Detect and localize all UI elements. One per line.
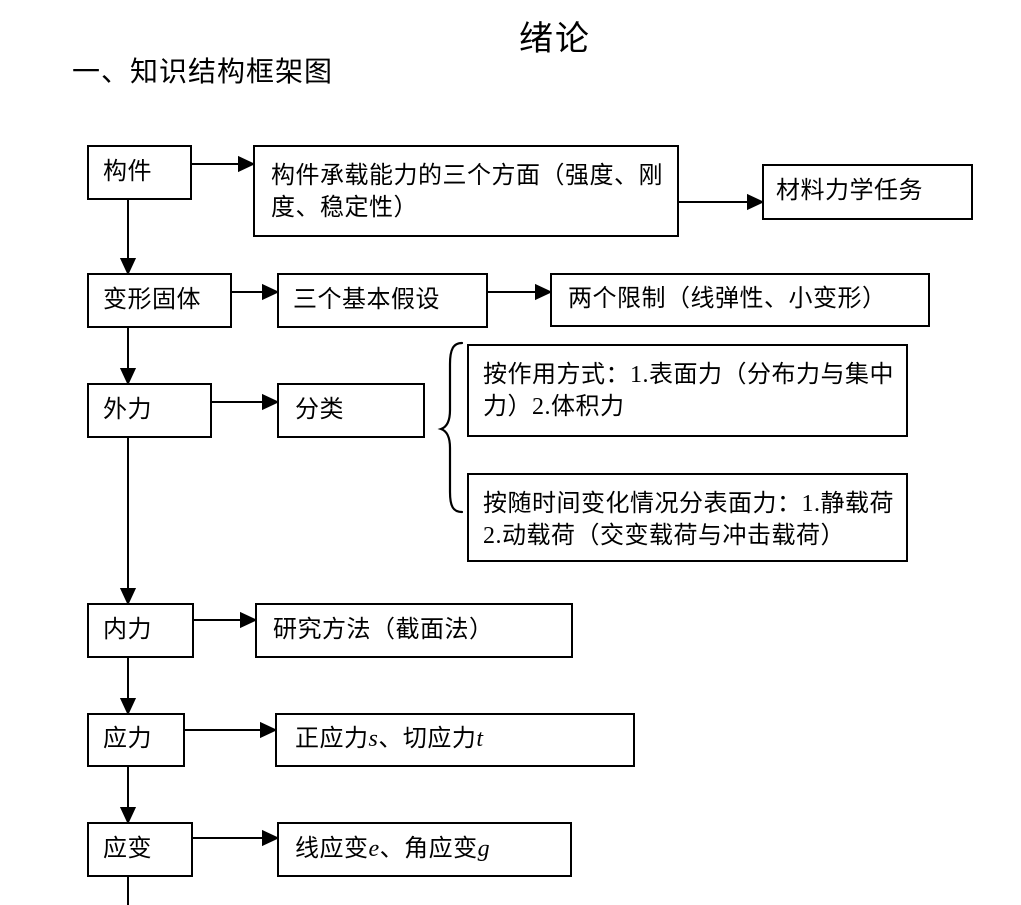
node-classification: 分类 (277, 383, 425, 438)
gamma-symbol: g (477, 835, 491, 862)
arrow-member-to-load-capacity (192, 155, 256, 173)
curly-brace (437, 341, 464, 514)
node-load-capacity-aspects: 构件承载能力的三个方面（强度、刚度、稳定性） (253, 145, 679, 237)
arrow-stress-to-strain (119, 767, 137, 825)
arrow-external-force-to-classification (212, 393, 280, 411)
arrow-internal-force-to-stress (119, 658, 137, 716)
arrow-stress-to-stress-types (185, 721, 278, 739)
arrow-strain-to-strain-types (193, 829, 280, 847)
node-deformable-solid: 变形固体 (87, 273, 232, 328)
page-title: 绪论 (519, 21, 591, 58)
node-strain: 应变 (87, 822, 193, 877)
epsilon-symbol: e (368, 835, 380, 862)
node-mechanics-task: 材料力学任务 (762, 164, 973, 220)
arrow-basic-assumptions-to-two-limits (488, 283, 553, 301)
node-internal-force: 内力 (87, 603, 194, 658)
arrow-deformable-solid-to-external-force (119, 328, 137, 386)
node-basic-assumptions: 三个基本假设 (277, 273, 488, 328)
node-member: 构件 (87, 145, 192, 200)
node-external-force: 外力 (87, 383, 212, 438)
node-research-method: 研究方法（截面法） (255, 603, 573, 658)
arrow-member-to-deformable-solid (119, 200, 137, 276)
node-by-time-variation: 按随时间变化情况分表面力：1.静载荷 2.动载荷（交变载荷与冲击载荷） (467, 473, 908, 562)
arrow-load-capacity-to-mechanics-task (679, 193, 765, 211)
tau-symbol: t (476, 726, 484, 753)
node-two-limits: 两个限制（线弹性、小变形） (550, 273, 930, 327)
arrow-deformable-solid-to-basic-assumptions (232, 283, 280, 301)
arrow-internal-force-to-research-method (194, 611, 258, 629)
node-stress: 应力 (87, 713, 185, 767)
sigma-symbol: s (368, 726, 379, 753)
section-heading: 一、知识结构框架图 (72, 57, 334, 88)
arrow-external-force-to-internal-force (119, 438, 137, 606)
node-by-action-mode: 按作用方式：1.表面力（分布力与集中力）2.体积力 (467, 344, 908, 437)
